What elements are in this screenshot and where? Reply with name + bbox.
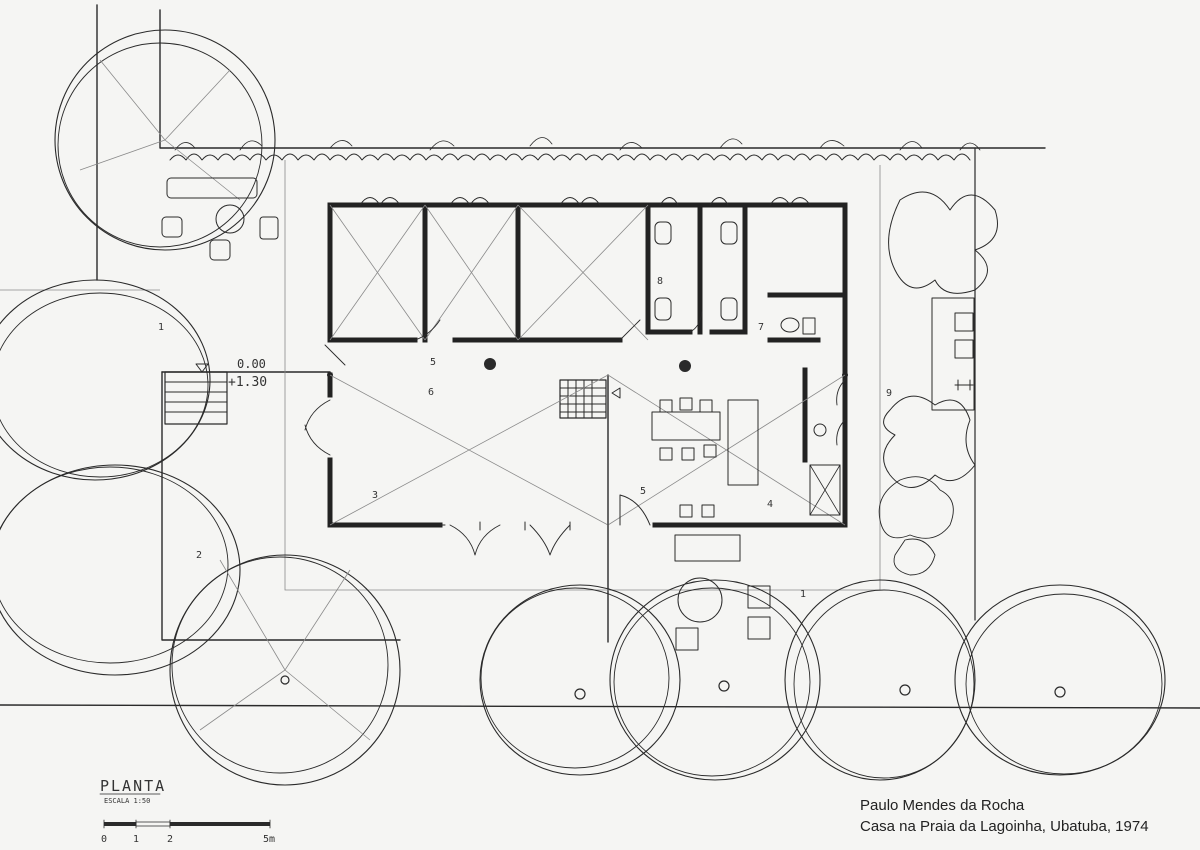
living-block [164,342,848,562]
caption: Paulo Mendes da Rocha Casa na Praia da L… [860,795,1149,837]
plan-labels: 0.00 +1.30 1 2 3 4 5 5 6 7 8 9 1 [158,276,892,600]
level-ground-label: 0.00 [237,357,266,371]
room-number-5-kitchen: 5 [640,486,646,497]
tree-top-left [54,29,276,251]
plan-scale-text: ESCALA 1:50 [104,797,150,805]
scale-label-2: 2 [167,834,173,845]
bedroom-block [324,197,848,366]
scale-label-1: 1 [133,834,139,845]
columns [327,358,848,378]
caption-author: Paulo Mendes da Rocha [860,797,1025,814]
room-number-2: 2 [196,550,202,561]
room-number-1-left: 1 [158,322,164,333]
service-area [931,297,975,411]
outdoor-furniture [161,177,771,651]
plants-right [878,191,998,576]
room-number-6: 6 [428,387,434,398]
scale-label-5m: 5m [263,834,275,845]
site-lines [0,4,1200,709]
room-number-3: 3 [372,490,378,501]
trees [0,29,1166,786]
room-number-7: 7 [758,322,764,333]
scale-bar-segment-2 [135,821,171,827]
room-number-5-corridor: 5 [430,357,436,368]
scale-bar: 0 1 2 5m [101,819,275,845]
tree-bottom-5 [954,584,1166,776]
tree-bottom-2 [479,584,681,776]
level-markers [195,363,621,399]
plan-title-block: PLANTA ESCALA 1:50 [99,777,166,805]
room-number-4: 4 [767,499,773,510]
scale-bar-segment-3 [170,822,270,826]
tree-bottom-4 [784,579,976,781]
scale-bar-segment-1 [104,822,136,826]
hedge [169,137,981,161]
tree-trunk-marks [280,675,1066,700]
tree-left-lower [0,464,241,676]
room-number-9: 9 [886,388,892,399]
tree-bottom-1 [169,554,401,786]
room-number-1-bottom: 1 [800,589,806,600]
tree-left-upper [0,279,211,481]
scale-label-0: 0 [101,834,107,845]
room-number-8: 8 [657,276,663,287]
level-upper-label: +1.30 [228,375,267,390]
caption-work: Casa na Praia da Lagoinha, Ubatuba, 1974 [860,818,1149,835]
tree-bottom-3 [609,579,821,781]
plan-title: PLANTA [100,777,166,795]
